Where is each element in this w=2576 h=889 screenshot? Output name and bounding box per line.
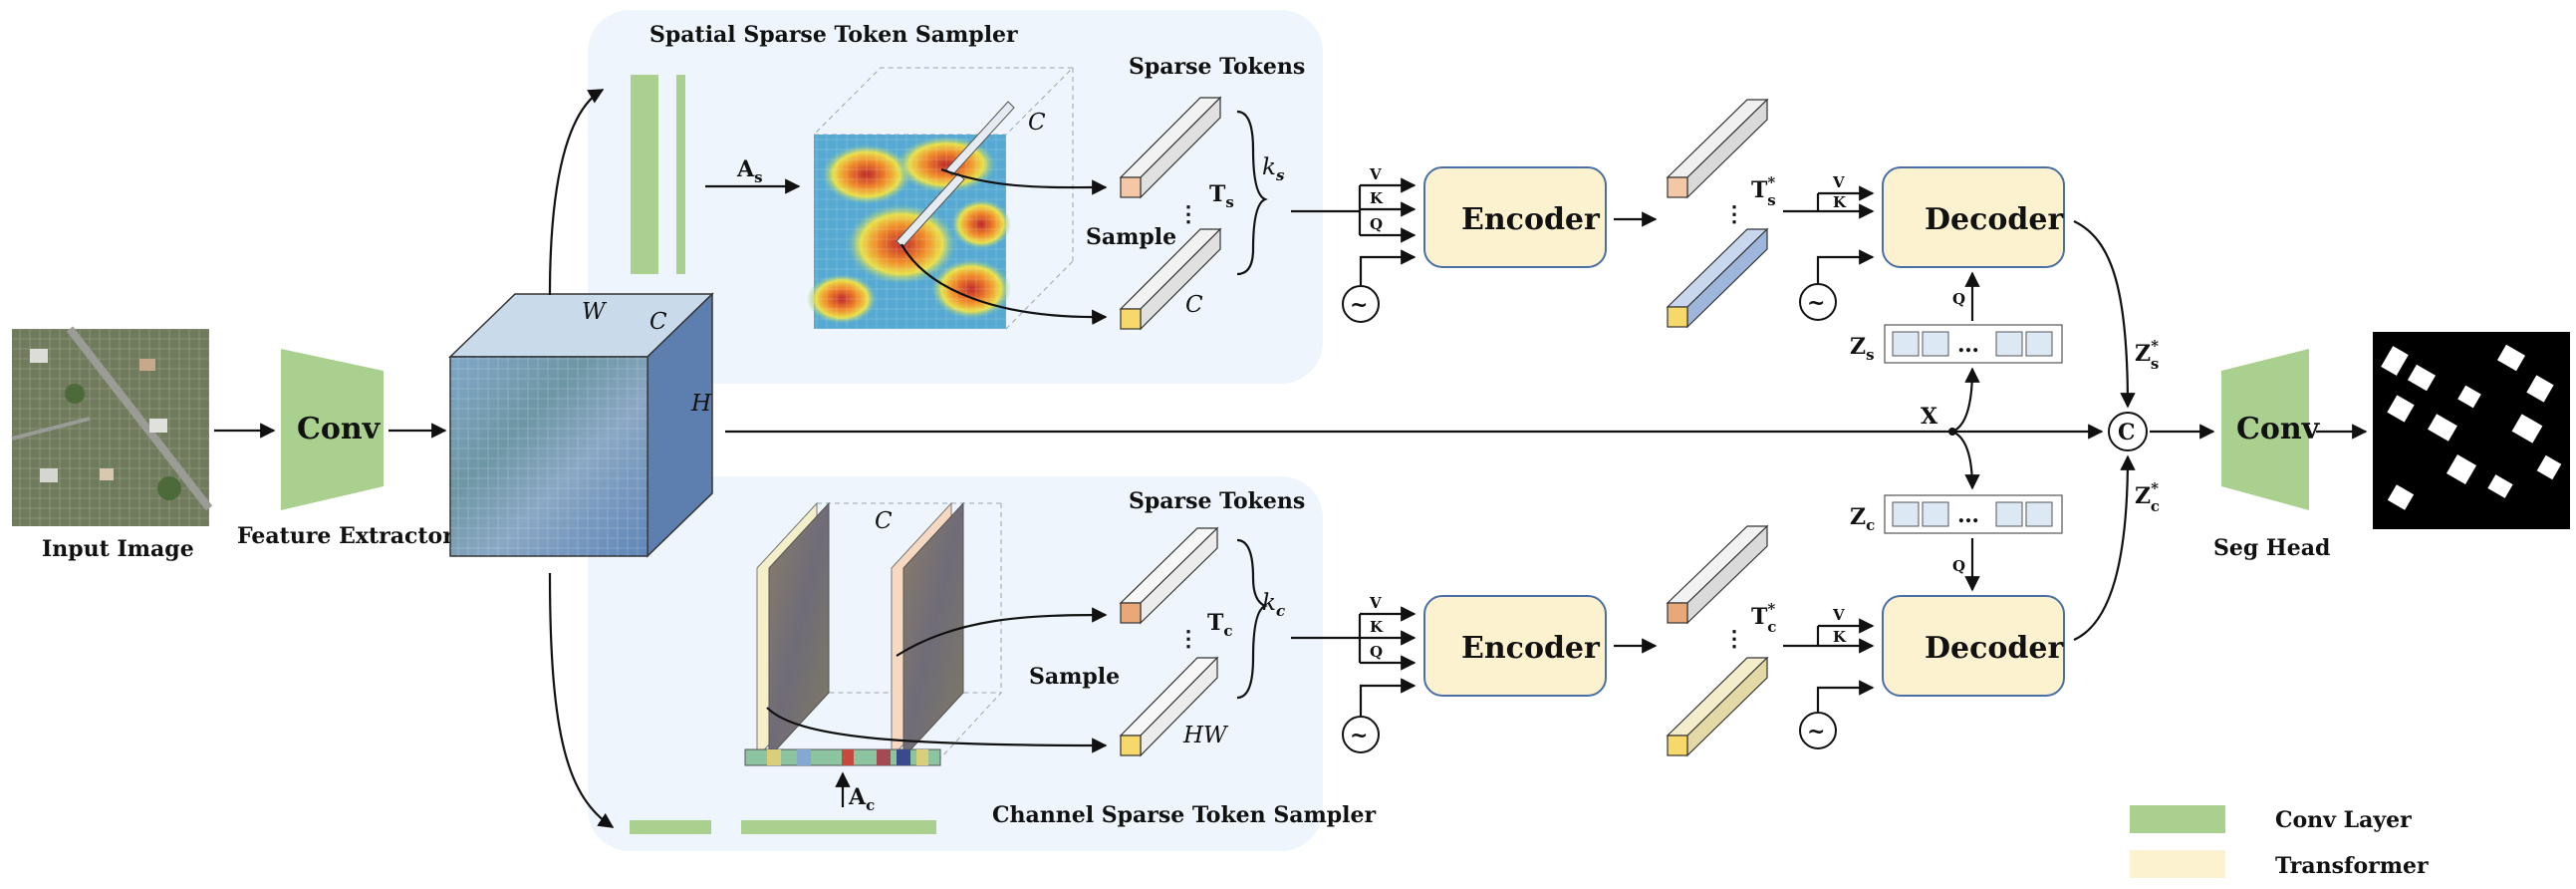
- decoder-top-label: Decoder: [1925, 202, 2064, 237]
- channel-attention-bar: [744, 748, 941, 766]
- enc-top-K: K: [1370, 189, 1384, 207]
- enc-top-V: V: [1369, 165, 1382, 183]
- input-image-label: Input Image: [42, 536, 194, 562]
- Zs-query-box: [1884, 324, 2063, 364]
- cube-H-label: H: [690, 391, 712, 417]
- Ts-label: Ts: [1209, 181, 1234, 211]
- sample-bottom-label: Sample: [1029, 664, 1120, 690]
- enc-bottom-Q: Q: [1370, 643, 1383, 661]
- spatial-conv-bar-2: [676, 75, 685, 274]
- Zs-dots: …: [1957, 332, 1979, 358]
- encoded-token-top-1: [1666, 98, 1769, 199]
- encoded-token-bottom-1: [1666, 524, 1769, 625]
- pos-enc-dec-top-symbol: ~: [1807, 290, 1825, 316]
- concat-symbol: C: [2118, 420, 2136, 445]
- Zs-label: Zs: [1850, 334, 1875, 364]
- token-dots-bottom: ⋮: [1177, 626, 1199, 652]
- ks-label: ks: [1262, 154, 1285, 184]
- token-dots-top: ⋮: [1177, 201, 1199, 227]
- Tc-label: Tc: [1207, 610, 1233, 640]
- positional-encoding-icon: [1799, 283, 1837, 321]
- concat-icon: [2108, 412, 2148, 451]
- decoder-bottom-block: [1882, 595, 2065, 697]
- decoder-bottom-label: Decoder: [1925, 631, 2064, 666]
- legend-conv-label: Conv Layer: [2275, 807, 2412, 833]
- sample-top-label: Sample: [1086, 224, 1176, 250]
- conv-left-block: [281, 349, 384, 510]
- cube-W-label: W: [582, 299, 608, 325]
- encoded-dots-top: ⋮: [1723, 201, 1745, 227]
- Tc-star-label: T*c: [1751, 600, 1776, 636]
- encoder-top-label: Encoder: [1461, 202, 1601, 237]
- dec-top-Q: Q: [1952, 290, 1965, 308]
- heatmap-C-label: C: [1028, 110, 1046, 136]
- dec-top-V: V: [1832, 173, 1845, 191]
- enc-top-Q: Q: [1370, 215, 1383, 233]
- dec-bottom-K: K: [1833, 628, 1847, 646]
- encoded-dots-bottom: ⋮: [1723, 626, 1745, 652]
- conv-left-label: Conv: [297, 412, 382, 446]
- positional-encoding-icon: [1342, 716, 1380, 753]
- Zc-label: Zc: [1850, 504, 1875, 534]
- dec-top-K: K: [1833, 193, 1847, 211]
- channel-sampler-title: Channel Sparse Token Sampler: [992, 802, 1376, 828]
- Ts-star-label: T*s: [1751, 173, 1776, 209]
- pos-enc-dec-bottom-symbol: ~: [1807, 719, 1825, 744]
- spatial-conv-bar-1: [631, 75, 658, 274]
- positional-encoding-icon: [1342, 285, 1380, 323]
- HW-label: HW: [1182, 723, 1229, 748]
- channel-conv-bar-2: [741, 820, 936, 834]
- cube-C-label: C: [649, 309, 667, 335]
- pos-enc-top-symbol: ~: [1350, 292, 1368, 318]
- encoded-token-top-2: [1666, 227, 1769, 329]
- sparse-token-bottom-1: [1119, 526, 1219, 625]
- decoder-top-block: [1882, 166, 2065, 268]
- Zc-star-label: Z*c: [2135, 479, 2160, 515]
- positional-encoding-icon: [1799, 712, 1837, 749]
- Ac-label: Ac: [848, 784, 875, 814]
- kc-label: kc: [1262, 590, 1285, 620]
- input-image: [11, 326, 213, 526]
- Zc-dots: …: [1957, 502, 1979, 528]
- pos-enc-bottom-symbol: ~: [1350, 723, 1368, 748]
- seg-head-label: Seg Head: [2213, 535, 2330, 561]
- sparse-tokens-top-label: Sparse Tokens: [1129, 54, 1305, 80]
- feature-cube: [448, 292, 714, 558]
- legend-transformer-swatch: [2130, 850, 2225, 878]
- channel-C-label: C: [875, 508, 893, 534]
- encoder-top-block: [1423, 166, 1607, 268]
- encoded-token-bottom-2: [1666, 656, 1769, 757]
- sparse-token-bottom-2: [1119, 656, 1219, 757]
- channel-conv-bar-1: [630, 820, 711, 834]
- sparse-token-top-2: [1119, 227, 1222, 331]
- Zc-query-box: [1884, 494, 2063, 534]
- spatial-sampler-title: Spatial Sparse Token Sampler: [649, 22, 1018, 48]
- dec-bottom-Q: Q: [1952, 557, 1965, 575]
- As-label: As: [736, 156, 763, 186]
- Zs-star-label: Z*s: [2135, 337, 2159, 373]
- channel-slab-cube: [755, 501, 1003, 759]
- legend-conv-swatch: [2130, 805, 2225, 833]
- X-label: X: [1921, 404, 1938, 430]
- legend-transformer-label: Transformer: [2275, 853, 2429, 879]
- feature-extractor-label: Feature Extractor: [237, 523, 454, 549]
- conv-right-label: Conv: [2236, 412, 2321, 446]
- encoder-bottom-label: Encoder: [1461, 631, 1601, 666]
- token-C-label: C: [1185, 292, 1203, 318]
- dec-bottom-V: V: [1832, 606, 1845, 624]
- output-mask: [2373, 332, 2570, 529]
- sparse-token-top-1: [1119, 96, 1222, 199]
- conv-right-block: [2221, 349, 2309, 510]
- enc-bottom-V: V: [1369, 594, 1382, 612]
- enc-bottom-K: K: [1370, 618, 1384, 636]
- encoder-bottom-block: [1423, 595, 1607, 697]
- sparse-tokens-bottom-label: Sparse Tokens: [1129, 488, 1305, 514]
